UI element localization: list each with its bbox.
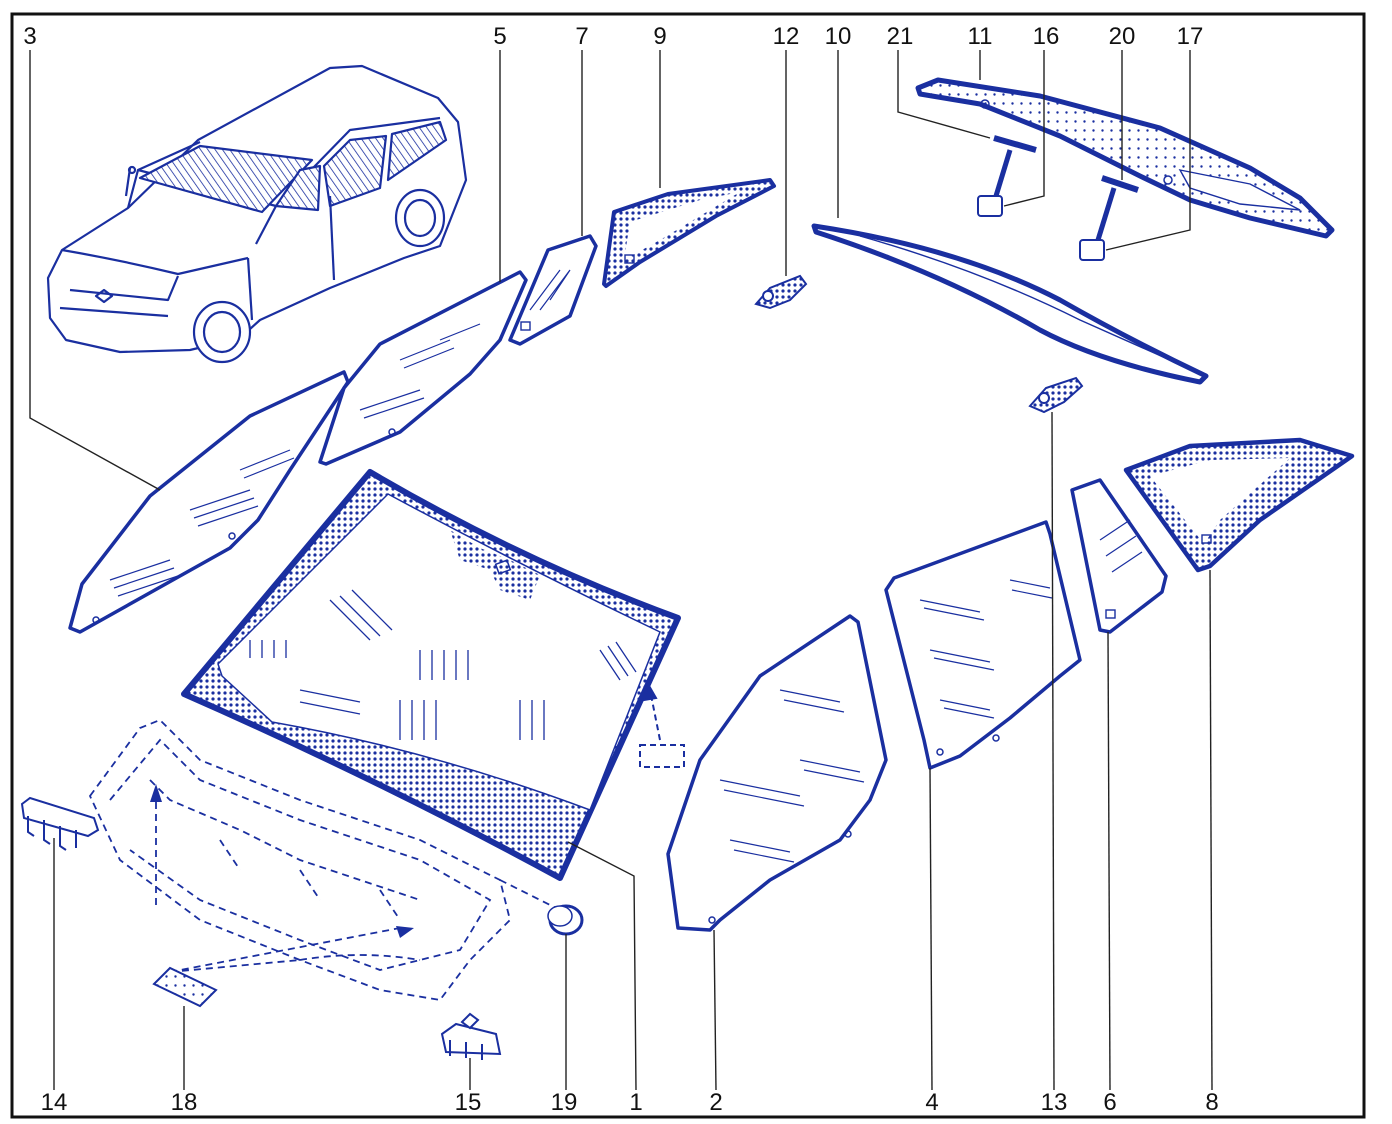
label-6: 6 <box>1103 1089 1116 1116</box>
part-2-front-door-glass-right <box>666 614 888 932</box>
part-17-bolt <box>1079 187 1117 261</box>
label-8: 8 <box>1205 1089 1218 1116</box>
label-15: 15 <box>455 1089 482 1116</box>
part-7-quarter-glass-left <box>508 234 598 346</box>
diagram-frame <box>10 12 1366 1119</box>
label-17: 17 <box>1177 23 1204 50</box>
part-13-clip <box>1028 376 1084 414</box>
part-10-rear-window <box>811 223 1209 385</box>
label-5: 5 <box>493 23 506 50</box>
label-18: 18 <box>171 1089 198 1116</box>
scuttle-arrows <box>150 784 414 938</box>
part-21-spacer <box>993 135 1037 153</box>
label-7: 7 <box>575 23 588 50</box>
label-3: 3 <box>23 23 36 50</box>
part-8-rear-side-glass-right <box>1123 437 1355 573</box>
label-1: 1 <box>629 1089 642 1116</box>
label-12: 12 <box>773 23 800 50</box>
part-15-clip <box>440 1012 502 1060</box>
label-11: 11 <box>968 23 993 50</box>
scuttle-panel-dashed <box>88 718 561 1001</box>
label-20: 20 <box>1109 23 1136 50</box>
label-13: 13 <box>1041 1089 1068 1116</box>
label-10: 10 <box>825 23 852 50</box>
part-14-clip <box>20 796 100 851</box>
part-4-rear-door-glass-right <box>884 520 1082 770</box>
label-16: 16 <box>1033 23 1060 50</box>
part-5-rear-door-glass-left <box>318 270 528 466</box>
leader-lines <box>29 50 1213 1091</box>
callout-labels: 3 5 7 9 12 10 21 11 16 20 17 14 18 15 19… <box>23 23 1218 1116</box>
label-2: 2 <box>709 1089 722 1116</box>
label-19: 19 <box>551 1089 578 1116</box>
part-18-pad <box>152 966 218 1008</box>
part-11-tailgate-glass <box>915 77 1335 239</box>
car-illustration <box>46 64 468 364</box>
label-9: 9 <box>653 23 666 50</box>
part-9-rear-side-glass-left <box>602 178 776 288</box>
part-19-plug <box>547 904 584 936</box>
part-6-quarter-glass-right <box>1070 478 1168 634</box>
label-4: 4 <box>925 1089 938 1116</box>
part-12-clip <box>754 274 808 310</box>
windscreen-label-marker <box>639 681 685 768</box>
label-21: 21 <box>887 23 914 50</box>
part-20-spacer <box>1101 175 1139 193</box>
part-1-windscreen <box>181 469 681 881</box>
label-14: 14 <box>41 1089 68 1116</box>
part-16-bolt <box>977 149 1013 217</box>
